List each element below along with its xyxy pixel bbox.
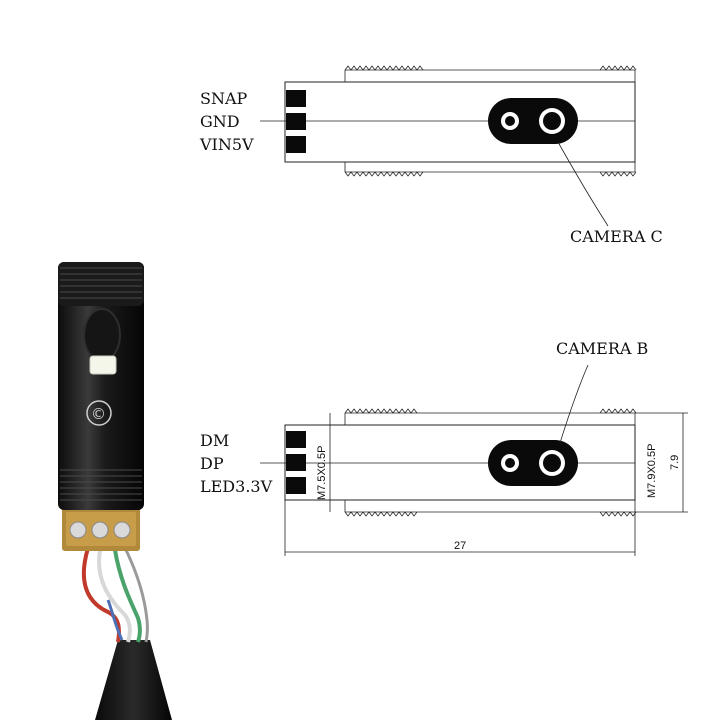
led-light (89, 355, 117, 375)
cable-jacket (95, 640, 172, 720)
wire-white (97, 549, 132, 643)
solder-joint-3 (113, 521, 131, 539)
pin-label-led3v3: LED3.3V (200, 477, 273, 496)
solder-joint-1 (69, 521, 87, 539)
camera-c-thread-teeth-bottom-right (599, 171, 637, 177)
camera-c-pad-gnd (286, 113, 306, 130)
pin-label-vin5v: VIN5V (199, 135, 254, 154)
camera-b-thread-teeth-top-right (599, 408, 637, 414)
thread-spec-right: M7.9X0.5P (646, 444, 658, 498)
camera-c-callout-label: CAMERA C (570, 227, 663, 246)
solder-joint-2 (91, 521, 109, 539)
lens-window (83, 308, 121, 362)
camera-c-body-outline (284, 81, 636, 163)
camera-b-pad-dm (286, 431, 306, 448)
barrel-threads-bottom (60, 469, 142, 501)
emblem-mark: © (91, 405, 106, 423)
pin-label-dm: DM (200, 431, 229, 450)
camera-c-thread-teeth-bottom-left (344, 171, 424, 177)
pin-label-snap: SNAP (200, 89, 248, 108)
camera-b-pad-led (286, 477, 306, 494)
camera-b-lens-icon (488, 440, 578, 486)
camera-c-lens-icon (488, 98, 578, 144)
wire-blue (106, 599, 124, 641)
camera-b-pad-dp (286, 454, 306, 471)
camera-b-callout-label: CAMERA B (556, 339, 648, 358)
camera-photo: © (58, 262, 172, 720)
camera-c-callout-line (557, 141, 609, 227)
length-dimension-value: 27 (454, 540, 466, 552)
pin-label-gnd: GND (200, 112, 240, 131)
camera-c-drawing: CAMERA C SNAP GND VIN5V (199, 65, 663, 246)
emblem-icon (86, 400, 112, 426)
thread-spec-left: M7.5X0.5P (316, 446, 328, 500)
camera-b-drawing: CAMERA B DM DP LED3.3V M7.5X0.5P M7.9X0.… (200, 339, 688, 556)
wire-green (113, 549, 142, 643)
camera-b-body-outline (284, 424, 636, 501)
camera-c-pad-vin (286, 136, 306, 153)
diameter-dimension-value: 7.9 (669, 455, 681, 470)
camera-b-callout-line (559, 364, 589, 444)
pin-label-dp: DP (200, 454, 224, 473)
camera-b-thread-teeth-top-left (344, 408, 418, 414)
camera-b-thread-teeth-bottom-right (599, 511, 637, 517)
camera-c-pad-snap (286, 90, 306, 107)
camera-b-thread-teeth-bottom-left (344, 511, 418, 517)
wire-grey (124, 549, 149, 643)
barrel-threads-top (58, 262, 144, 306)
wire-red (81, 547, 121, 643)
camera-barrel (58, 262, 144, 510)
camera-c-thread-teeth-top-left (344, 65, 424, 71)
camera-c-thread-teeth-top-right (599, 65, 637, 71)
